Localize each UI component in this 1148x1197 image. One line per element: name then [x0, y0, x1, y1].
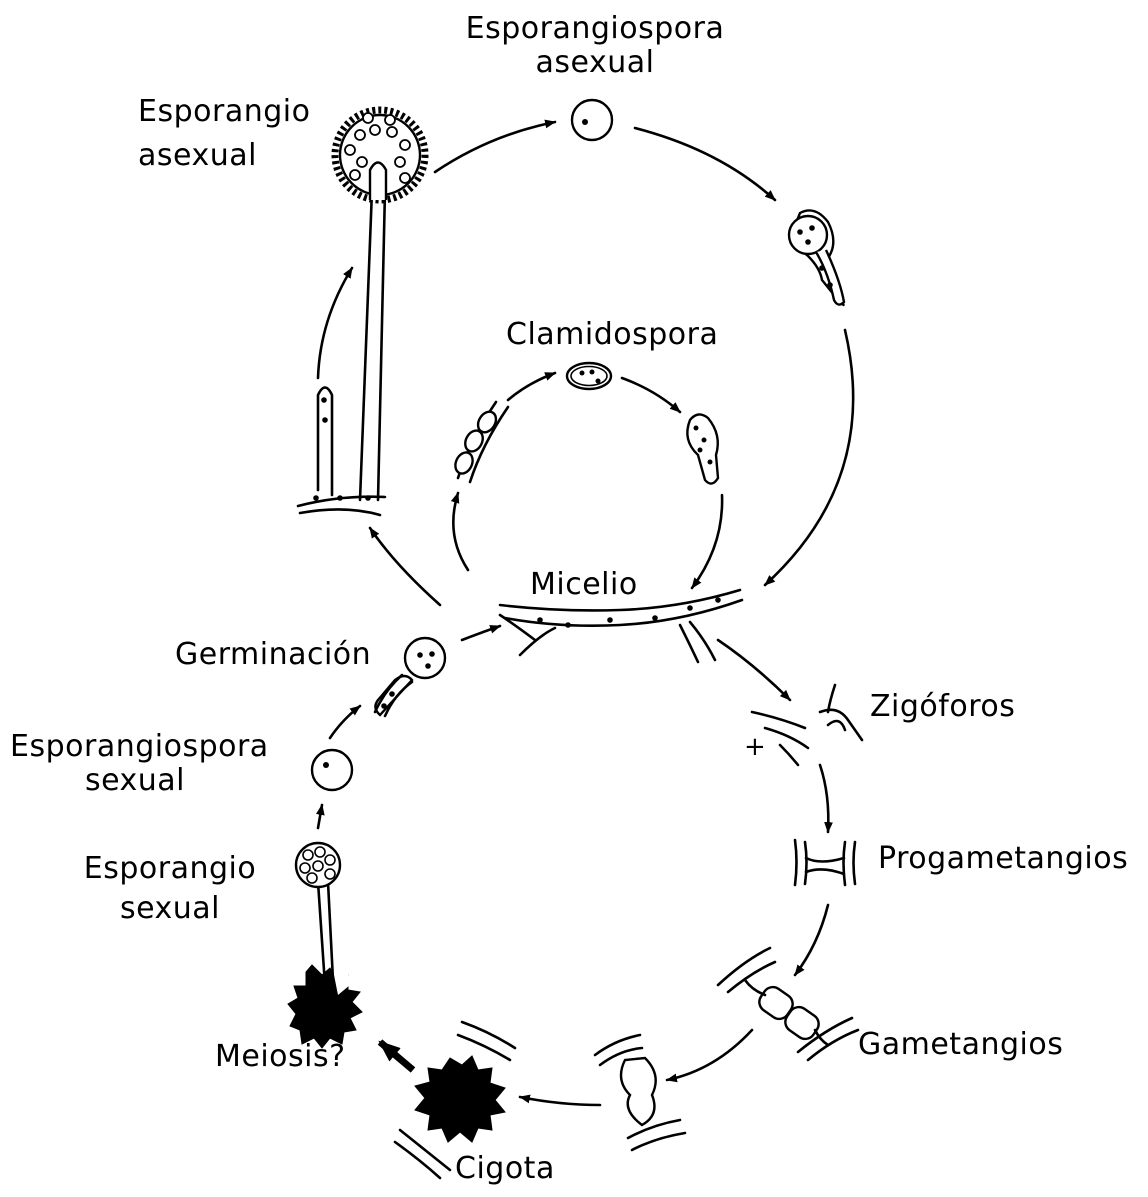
progametangia-illustration	[795, 840, 855, 885]
label-esporangio-asexual: Esporangio asexual	[138, 95, 310, 173]
label-line: Esporangiospora	[10, 730, 260, 764]
germinating-asexual-spore-illustration	[789, 210, 844, 305]
zygote-forming-illustration	[595, 1035, 685, 1150]
label-line: Esporangiospora	[455, 12, 735, 46]
label-line: Esporangio	[138, 95, 310, 129]
label-line: sexual	[80, 892, 260, 926]
label-line: asexual	[138, 139, 310, 173]
label-line: asexual	[455, 46, 735, 80]
asexual-sporangiospore-illustration	[572, 100, 612, 140]
germinating-chlamydospore-illustration	[687, 414, 718, 483]
label-clamidospora: Clamidospora	[506, 318, 718, 352]
label-progametangios: Progametangios	[878, 842, 1128, 876]
label-esporangiospora-sexual: Esporangiospora sexual	[10, 730, 260, 798]
label-esporangio-sexual: Esporangio sexual	[80, 852, 260, 926]
label-esporangiospora-asexual: Esporangiospora asexual	[455, 12, 735, 80]
label-meiosis: Meiosis?	[215, 1040, 346, 1074]
label-gametangios: Gametangios	[858, 1028, 1063, 1062]
label-micelio: Micelio	[530, 568, 638, 602]
chlamydospore-chain-illustration	[452, 402, 508, 482]
zygophores-illustration	[752, 685, 862, 765]
label-line: sexual	[10, 764, 260, 798]
plus-mating-type-sign: +	[744, 730, 766, 764]
label-cigota: Cigota	[455, 1152, 555, 1186]
label-line: Esporangio	[80, 852, 260, 886]
label-germinacion: Germinación	[175, 638, 371, 672]
germinating-sexual-spore-illustration	[375, 638, 445, 716]
asexual-sporangium-illustration	[298, 110, 425, 515]
chlamydospore-illustration	[567, 363, 611, 389]
label-zigoforos: Zigóforos	[870, 690, 1015, 724]
sexual-sporangiospore-illustration	[312, 750, 352, 790]
